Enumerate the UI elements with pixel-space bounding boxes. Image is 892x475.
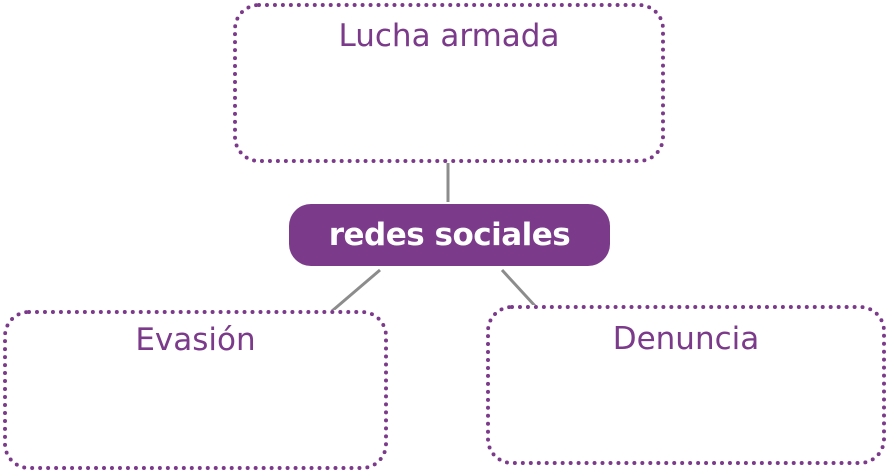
- connector-left: [331, 268, 381, 313]
- center-node-label: redes sociales: [328, 217, 571, 253]
- branch-box-evasion: Evasión: [3, 310, 388, 470]
- center-node: redes sociales: [289, 204, 610, 266]
- branch-box-lucha-armada: Lucha armada: [233, 3, 665, 163]
- connector-right: [500, 268, 538, 309]
- branch-label: Denuncia: [612, 321, 760, 357]
- branch-label: Evasión: [135, 322, 256, 358]
- branch-box-denuncia: Denuncia: [486, 305, 886, 465]
- branch-label: Lucha armada: [338, 18, 560, 54]
